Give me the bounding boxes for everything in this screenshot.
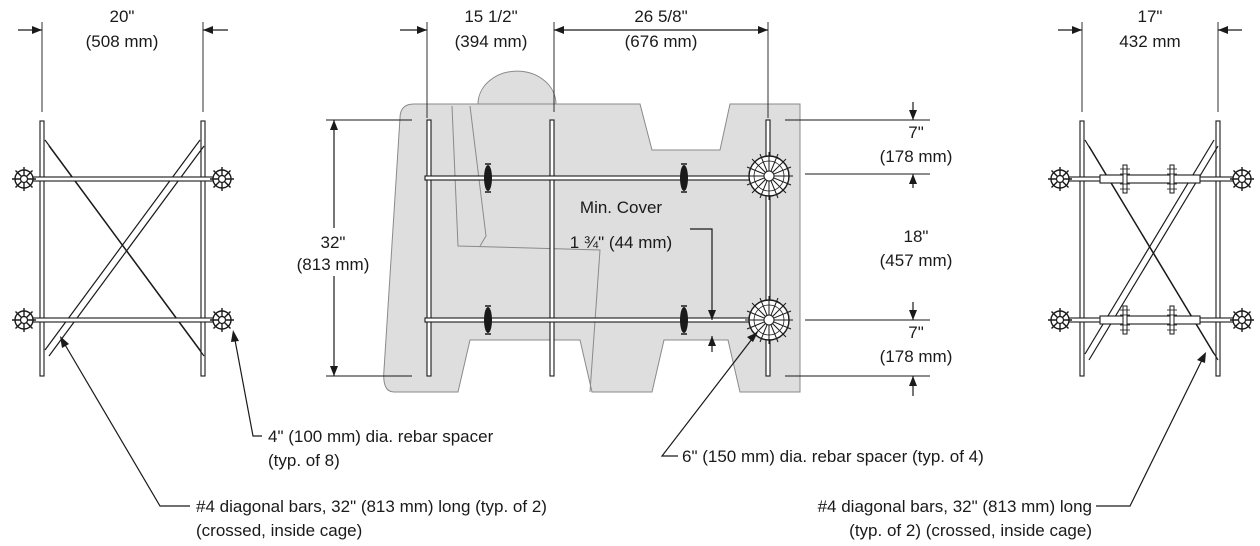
small-spacer-icon: [1229, 166, 1255, 192]
small-spacer-icon: [11, 307, 37, 333]
min-cover-value: 1 ¾" (44 mm): [570, 233, 672, 252]
height-label: 32": [321, 233, 346, 252]
cover-top-label: 7": [908, 123, 924, 142]
diag-right-callout-line2: (typ. of 2) (crossed, inside cage): [849, 521, 1092, 540]
cover-bottom-mm-label: (178 mm): [880, 347, 953, 366]
top-dim-b-mm-label: (676 mm): [625, 32, 698, 51]
callouts: 4" (100 mm) dia. rebar spacer (typ. of 8…: [60, 330, 1206, 540]
left-cage-view: 20" (508 mm): [11, 7, 235, 377]
small-spacer-icon: [11, 166, 37, 192]
center-section-view: 15 1/2" (394 mm) 26 5/8" (676 mm) 32" (8…: [290, 7, 952, 396]
min-cover-title: Min. Cover: [580, 198, 663, 217]
small-spacer-icon: [1229, 307, 1255, 333]
left-width-mm-label: (508 mm): [86, 32, 159, 51]
top-dim-a-label: 15 1/2": [464, 7, 517, 26]
cover-top-mm-label: (178 mm): [880, 147, 953, 166]
diag-left-callout-line1: #4 diagonal bars, 32" (813 mm) long (typ…: [196, 497, 547, 516]
cover-bottom-label: 7": [908, 323, 924, 342]
small-spacer-icon: [209, 166, 235, 192]
small-spacer-callout-line2: (typ. of 8): [268, 451, 340, 470]
height-mm-label: (813 mm): [297, 255, 370, 274]
small-spacer-icon: [1047, 166, 1073, 192]
top-dim-a-mm-label: (394 mm): [455, 32, 528, 51]
top-dim-b-label: 26 5/8": [634, 7, 687, 26]
right-cage-view: 17" 432 mm: [1047, 7, 1255, 377]
spacing-mm-label: (457 mm): [880, 251, 953, 270]
small-spacer-callout-line1: 4" (100 mm) dia. rebar spacer: [268, 427, 494, 446]
small-spacer-icon: [209, 307, 235, 333]
left-width-label: 20": [110, 7, 135, 26]
large-spacer-callout: 6" (150 mm) dia. rebar spacer (typ. of 4…: [682, 447, 984, 466]
spacing-label: 18": [904, 227, 929, 246]
large-spacer-icon: [744, 151, 794, 201]
right-width-label: 17": [1138, 7, 1163, 26]
diag-left-callout-line2: (crossed, inside cage): [196, 521, 362, 540]
small-spacer-icon: [1047, 307, 1073, 333]
diag-right-callout-line1: #4 diagonal bars, 32" (813 mm) long: [818, 497, 1092, 516]
right-width-mm-label: 432 mm: [1119, 32, 1180, 51]
